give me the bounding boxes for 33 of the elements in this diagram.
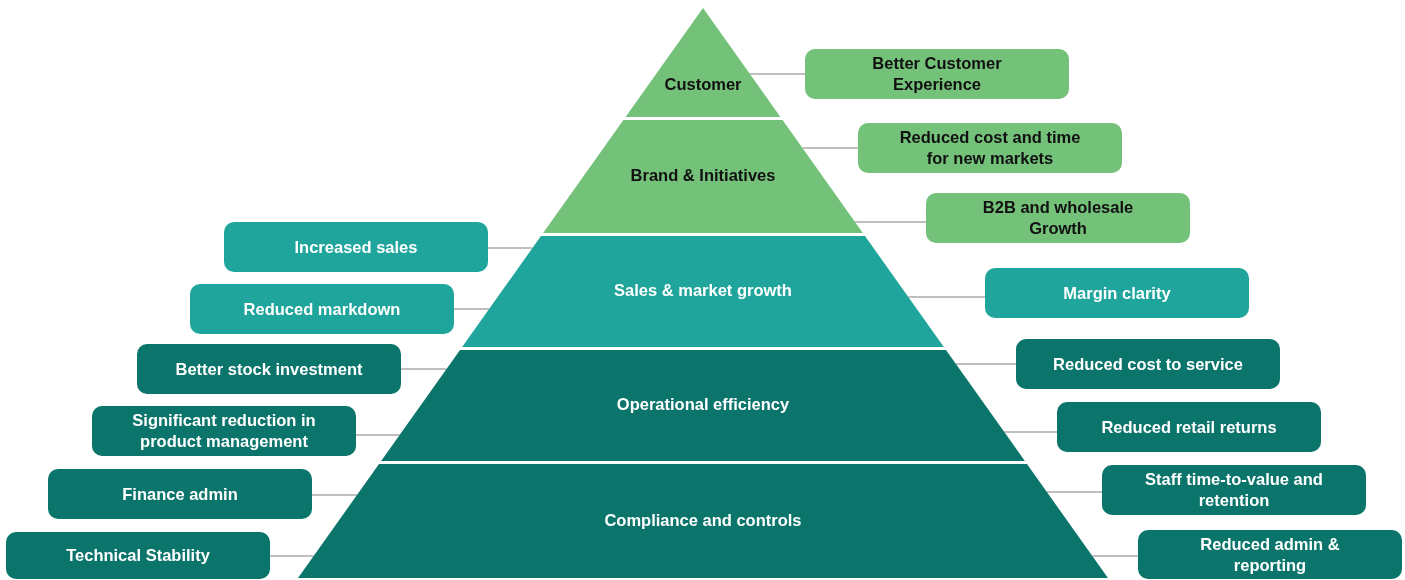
benefit-box: Significant reduction in product management xyxy=(92,406,356,456)
connector-line xyxy=(355,434,401,436)
benefit-box: Reduced cost and time for new markets xyxy=(858,123,1122,173)
connector-line xyxy=(1091,555,1139,557)
benefit-box: Technical Stability xyxy=(6,532,270,579)
benefit-box: Reduced cost to service xyxy=(1016,339,1280,389)
connector-line xyxy=(1046,491,1103,493)
benefit-box: Reduced retail returns xyxy=(1057,402,1321,452)
connector-line xyxy=(487,247,534,249)
connector-line xyxy=(749,73,806,75)
connector-line xyxy=(907,296,986,298)
connector-line xyxy=(801,147,859,149)
tier-label: Brand & Initiatives xyxy=(629,165,777,185)
benefit-box: B2B and wholesale Growth xyxy=(926,193,1190,243)
connector-line xyxy=(269,555,315,557)
tier-label: Sales & market growth xyxy=(613,280,793,300)
benefit-box: Staff time-to-value and retention xyxy=(1102,465,1366,515)
tier-label: Customer xyxy=(663,74,743,94)
benefit-box: Better stock investment xyxy=(137,344,401,394)
benefit-box: Finance admin xyxy=(48,469,312,519)
connector-line xyxy=(400,368,448,370)
connector-line xyxy=(955,363,1017,365)
benefit-box: Reduced markdown xyxy=(190,284,454,334)
benefit-box: Better Customer Experience xyxy=(805,49,1069,99)
tier-label: Operational efficiency xyxy=(615,394,791,414)
connector-line xyxy=(854,221,927,223)
connector-line xyxy=(311,494,358,496)
benefit-box: Reduced admin & reporting xyxy=(1138,530,1402,579)
connector-line xyxy=(1003,431,1058,433)
connector-line xyxy=(453,308,490,310)
tier-label: Compliance and controls xyxy=(603,510,803,530)
benefit-box: Margin clarity xyxy=(985,268,1249,318)
benefit-box: Increased sales xyxy=(224,222,488,272)
